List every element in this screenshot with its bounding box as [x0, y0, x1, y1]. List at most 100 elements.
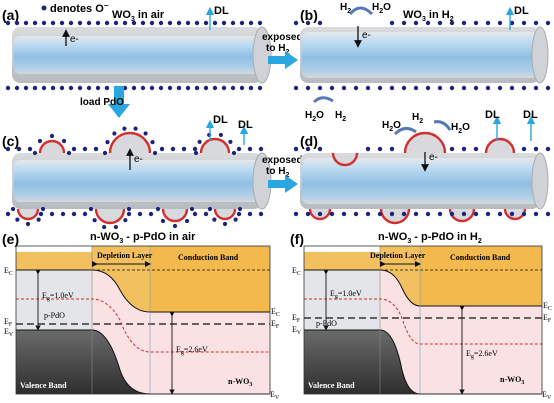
oxygen-dot	[181, 146, 187, 152]
oxygen-dot	[521, 211, 527, 217]
eg-label-right-f: Eg=2.6eV	[466, 349, 498, 360]
pdo-cap-outline	[484, 137, 516, 154]
oxygen-dot	[509, 20, 515, 26]
oxygen-dot	[137, 211, 143, 217]
oxygen-dot	[305, 20, 311, 26]
oxygen-dot	[203, 211, 209, 217]
oxygen-dot	[533, 85, 539, 91]
oxygen-dot	[5, 211, 11, 217]
oxygen-dot	[449, 20, 455, 26]
pdo-cap-outline	[331, 152, 359, 167]
oxygen-dot	[230, 85, 236, 91]
oxygen-dot	[437, 211, 443, 217]
panel-b-title: WO3 in H2	[403, 9, 454, 23]
oxygen-dot	[122, 20, 128, 26]
oxygen-dot	[159, 146, 165, 152]
oxygen-dot	[247, 146, 253, 152]
oxygen-dot	[425, 85, 431, 91]
band-right-top-f	[420, 246, 542, 306]
oxygen-dot	[545, 85, 551, 91]
oxygen-dot	[49, 211, 55, 217]
h2o-label-d-right: H2O	[451, 122, 470, 135]
oxygen-dot	[158, 85, 164, 91]
oxygen-dot	[497, 211, 503, 217]
oxygen-dot	[95, 85, 101, 91]
eg-label-right-e: Eg=2.6eV	[176, 345, 208, 356]
valence-band-f	[304, 330, 420, 394]
n-label-f: n-WO3	[500, 375, 524, 386]
oxygen-dot	[160, 218, 166, 224]
ec-curve-f	[379, 269, 542, 307]
oxygen-dot	[37, 138, 43, 144]
pdo-cap-outline	[308, 208, 332, 221]
oxygen-dot	[239, 20, 245, 26]
nanorod-core-b	[302, 32, 538, 78]
oxygen-dot	[305, 211, 311, 217]
ec-label-left-f: EC	[292, 266, 301, 277]
oxygen-dot	[5, 20, 11, 26]
oxygen-dot	[86, 20, 92, 26]
panel-e: (e) n-WO3 - p-PdO in air Depletion Layer…	[2, 231, 280, 401]
oxygen-dot	[353, 211, 359, 217]
exposed-arrow-mid: exposed to H2	[262, 155, 303, 193]
oxygen-dot	[61, 138, 67, 144]
oxygen-dot	[25, 221, 31, 227]
pdo-particle	[110, 133, 150, 153]
ec-label-right-e: EC	[271, 307, 280, 318]
oxygen-dot	[485, 85, 491, 91]
oxygen-dot	[473, 20, 479, 26]
oxygen-dot	[176, 85, 182, 91]
panel-frame-e	[15, 245, 271, 395]
oxygen-dot	[150, 140, 155, 145]
band-right-top-e	[150, 246, 270, 312]
oxygen-dot	[207, 206, 213, 212]
oxygen-dot	[5, 146, 11, 152]
oxygen-dot	[239, 85, 245, 91]
oxygen-dot	[257, 20, 263, 26]
oxygen-dot	[23, 20, 29, 26]
oxygen-dot	[329, 85, 335, 91]
oxygen-dot-legend	[41, 5, 47, 11]
oxygen-dots-c	[5, 146, 264, 217]
panel-e-letter: (e)	[2, 231, 19, 247]
eg-label-left-f: Eg=1.0eV	[330, 289, 362, 300]
depletion-label-f: Depletion Layer	[370, 251, 426, 260]
oxygen-dot	[176, 20, 182, 26]
oxygen-dot	[317, 211, 323, 217]
dl-label-d1: DL	[485, 109, 500, 121]
oxygen-dot	[50, 20, 56, 26]
panel-d-letter: (d)	[300, 133, 318, 149]
oxygen-dot	[293, 85, 299, 91]
oxygen-dot	[545, 211, 551, 217]
oxygen-dot	[82, 146, 88, 152]
oxygen-dot	[461, 146, 467, 152]
oxygen-dots-b	[293, 20, 551, 91]
oxygen-dot	[230, 20, 236, 26]
band-left-gap-f	[304, 270, 380, 330]
exposed-label-top: exposed	[262, 32, 303, 43]
oxygen-dot	[203, 20, 209, 26]
oxygen-dot	[140, 20, 146, 26]
oxygen-dot	[218, 132, 223, 138]
oxygen-dot	[184, 218, 190, 224]
pdo-particle	[163, 209, 187, 221]
ef-label-left-f: EF	[292, 313, 301, 324]
intrinsic-line-e	[16, 298, 270, 353]
oxygen-dot	[203, 85, 209, 91]
oxygen-dot	[222, 221, 228, 227]
oxygen-dot	[413, 211, 419, 217]
oxygen-dot	[113, 20, 119, 26]
ev-label-left-f: EV	[292, 325, 302, 336]
oxygen-dot	[14, 85, 20, 91]
oxygen-dot	[377, 211, 383, 217]
oxygen-dot	[258, 146, 264, 152]
depletion-gap-e	[92, 270, 150, 394]
oxygen-dot	[194, 85, 200, 91]
oxygen-dot	[158, 20, 164, 26]
oxygen-dot	[509, 211, 515, 217]
oxygen-dot	[473, 85, 479, 91]
dl-label-d2: DL	[523, 109, 538, 121]
electron-label-d: e-	[429, 152, 438, 163]
oxygen-dot	[231, 150, 237, 156]
